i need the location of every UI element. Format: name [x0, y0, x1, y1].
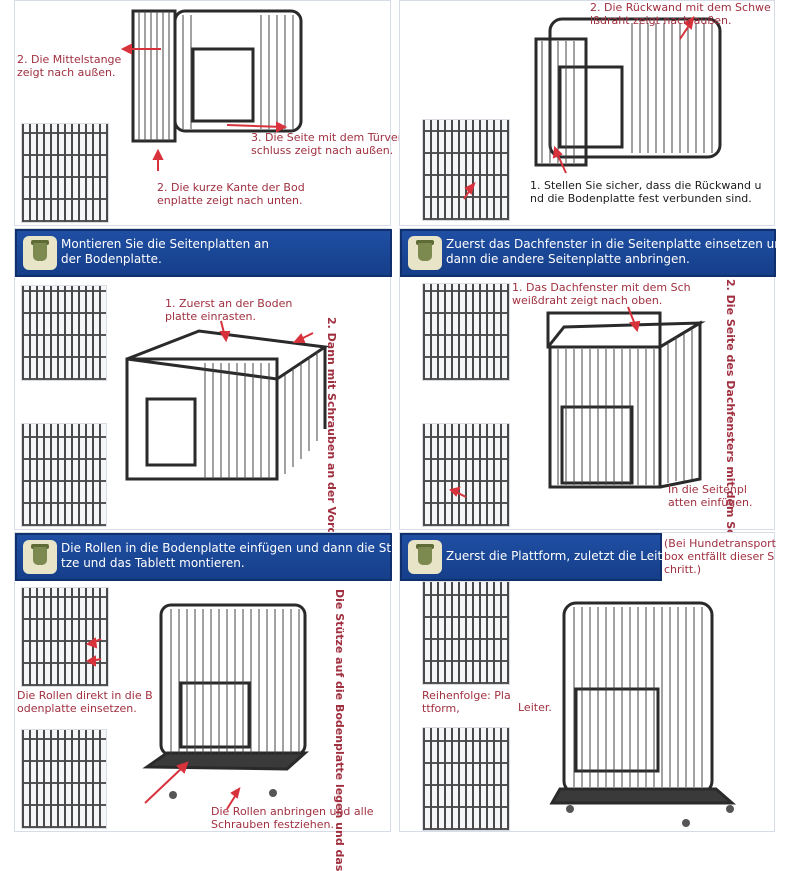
- step-banner-6: Zuerst die Plattform, zuletzt die Leiter…: [400, 533, 678, 581]
- step-panel-3: Montieren Sie die Seitenplatten an der B…: [14, 228, 392, 726]
- detail-photo-wheels: [21, 587, 109, 687]
- note-insert-side: In die Seitenpl atten einfügen.: [668, 483, 753, 509]
- detail-photo-platform: [422, 581, 510, 685]
- banner-text: Die Rollen in die Bodenplatte einfügen u…: [61, 541, 399, 570]
- note-back-wire: 2. Die Rückwand mit dem Schwe ißdraht ze…: [590, 1, 771, 27]
- note-transport: (Bei Hundetransport box entfällt dieser …: [664, 537, 776, 576]
- note-mid-rod: 2. Die Mittelstange zeigt nach außen.: [17, 53, 122, 79]
- step-panel-5: Die Rollen in die Bodenplatte einfügen u…: [14, 532, 399, 871]
- note-wheels-fix: Die Rollen anbringen und alle Schrauben …: [211, 805, 374, 831]
- detail-photo-tray: [21, 729, 107, 829]
- note-snap-first: 1. Zuerst an der Boden platte einrasten.: [165, 297, 293, 323]
- cage-back-wall-illustration: [463, 15, 722, 200]
- detail-photo-corner: [21, 123, 109, 223]
- detail-photo-side: [422, 423, 510, 527]
- detail-photo-top: [21, 285, 107, 381]
- step-banner-5: Die Rollen in die Bodenplatte einfügen u…: [15, 533, 399, 581]
- note-door-side: 3. Die Seite mit dem Türver schluss zeig…: [251, 131, 403, 157]
- note-ensure-fixed: 1. Stellen Sie sicher, dass die Rückwand…: [530, 179, 762, 205]
- trash-can-icon: [408, 236, 442, 270]
- banner-text: Montieren Sie die Seitenplatten an der B…: [61, 237, 269, 266]
- note-wheels-direct: Die Rollen direkt in die B odenplatte ei…: [17, 689, 153, 715]
- trash-can-icon: [408, 540, 442, 574]
- cage-roof-illustration: [449, 306, 706, 498]
- note-roof-wire: 1. Das Dachfenster mit dem Sch weißdraht…: [512, 281, 691, 307]
- note-order: Reihenfolge: Pla ttform,: [422, 689, 511, 715]
- note-bottom-vertical: Die Stütze auf die Bodenplatte legen und…: [333, 589, 346, 871]
- detail-photo-bottom: [21, 423, 107, 527]
- cage-complete-illustration: [549, 601, 736, 827]
- detail-photo-back-corner: [422, 119, 510, 221]
- step-banner-3: Montieren Sie die Seitenplatten an der B…: [15, 229, 392, 277]
- step-panel-6: Zuerst die Plattform, zuletzt die Leiter…: [399, 532, 776, 832]
- banner-text: Zuerst das Dachfenster in die Seitenplat…: [446, 237, 790, 266]
- detail-photo-roof: [422, 283, 510, 381]
- cage-side-panels-illustration: [120, 9, 303, 171]
- cage-wheels-illustration: [85, 603, 309, 810]
- step-panel-2: 2. Die Rückwand mit dem Schwe ißdraht ze…: [399, 0, 775, 226]
- step-panel-1: 2. Die Mittelstange zeigt nach außen. 2.…: [14, 0, 402, 226]
- cage-sides-illustration: [125, 320, 330, 481]
- banner-text: Zuerst die Plattform, zuletzt die Leiter…: [446, 549, 678, 563]
- step-panel-4: Zuerst das Dachfenster in die Seitenplat…: [399, 228, 790, 721]
- step-banner-4: Zuerst das Dachfenster in die Seitenplat…: [400, 229, 790, 277]
- note-ladder: Leiter.: [518, 701, 552, 714]
- detail-photo-ladder: [422, 727, 510, 831]
- note-short-edge: 2. Die kurze Kante der Bod enplatte zeig…: [157, 181, 305, 207]
- trash-can-icon: [23, 540, 57, 574]
- trash-can-icon: [23, 236, 57, 270]
